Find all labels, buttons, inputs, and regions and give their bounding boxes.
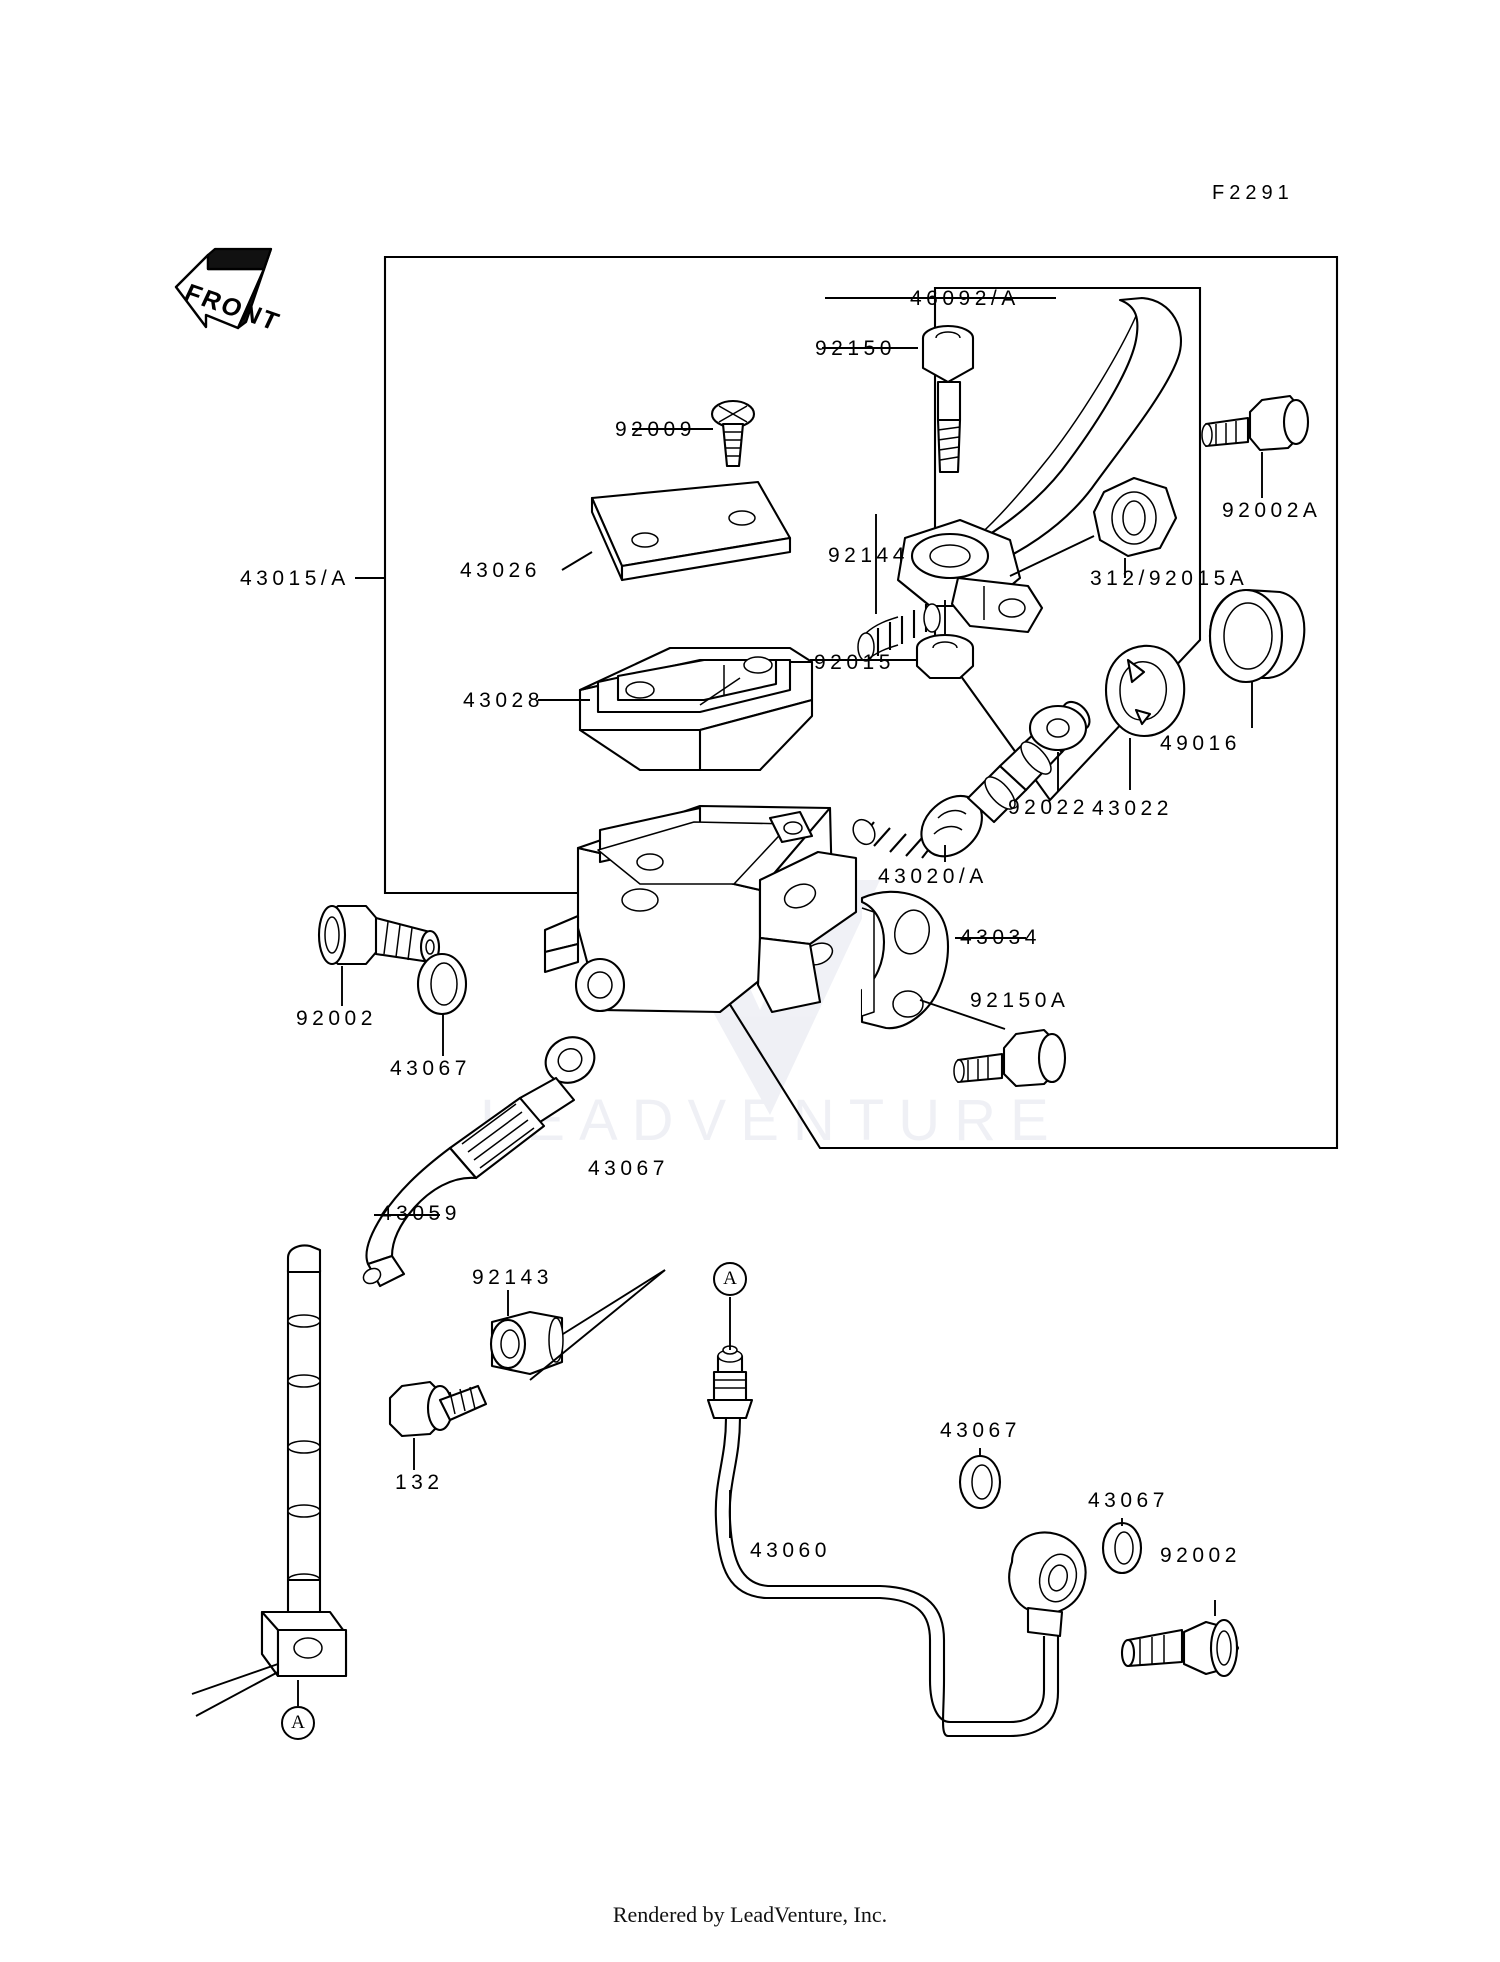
reference-mark-a-top: A bbox=[713, 1262, 747, 1296]
part-43067-left-washer bbox=[416, 952, 468, 1016]
part-43034-clamp bbox=[860, 890, 949, 1030]
part-label-43067-right[interactable]: 43067 bbox=[1088, 1489, 1169, 1512]
part-43028-diaphragm bbox=[578, 646, 814, 772]
part-43026-plate bbox=[590, 480, 792, 582]
part-92150-bolt bbox=[921, 324, 975, 474]
part-label-43067-lower[interactable]: 43067 bbox=[940, 1419, 1021, 1442]
part-92015-nut bbox=[915, 633, 975, 680]
front-direction-arrow-icon: FRONT bbox=[168, 243, 288, 348]
part-label-43026[interactable]: 43026 bbox=[460, 559, 541, 582]
svg-text:LEADVENTURE: LEADVENTURE bbox=[480, 1088, 1063, 1153]
part-label-312-92015A[interactable]: 312/92015A bbox=[1090, 567, 1249, 590]
part-label-49016[interactable]: 49016 bbox=[1160, 732, 1241, 755]
part-label-132[interactable]: 132 bbox=[395, 1471, 444, 1494]
part-43060-pipe bbox=[706, 1345, 1087, 1738]
part-92144-spring bbox=[857, 603, 941, 662]
part-92002-right-bolt bbox=[1120, 1618, 1240, 1678]
part-label-92144[interactable]: 92144 bbox=[828, 544, 909, 567]
part-43067-right-washer bbox=[1101, 1521, 1143, 1575]
part-132-bolt bbox=[388, 1380, 488, 1438]
part-92002-left-bolt bbox=[317, 904, 441, 966]
part-312-92015A-nut bbox=[1092, 476, 1178, 558]
part-43067-lower-washer bbox=[958, 1454, 1002, 1510]
part-label-46092A[interactable]: 46092/A bbox=[910, 287, 1020, 310]
part-label-92150[interactable]: 92150 bbox=[815, 337, 896, 360]
part-master-cylinder-body bbox=[543, 804, 858, 1014]
part-label-43020A[interactable]: 43020/A bbox=[878, 865, 988, 888]
part-92150A-bolt bbox=[953, 1028, 1067, 1088]
part-label-92150A[interactable]: 92150A bbox=[970, 989, 1070, 1012]
part-49016-dust-seal bbox=[1208, 588, 1306, 684]
part-label-43067-mid[interactable]: 43067 bbox=[588, 1157, 669, 1180]
part-label-43060[interactable]: 43060 bbox=[750, 1539, 831, 1562]
part-label-92002-right[interactable]: 92002 bbox=[1160, 1544, 1241, 1567]
part-label-92143[interactable]: 92143 bbox=[472, 1266, 553, 1289]
footer-attribution: Rendered by LeadVenture, Inc. bbox=[612, 1902, 888, 1927]
part-46092A-lever bbox=[896, 286, 1202, 802]
part-92022-washer bbox=[1028, 704, 1088, 752]
part-label-43059[interactable]: 43059 bbox=[380, 1202, 461, 1225]
part-92002A-bolt bbox=[1201, 394, 1310, 452]
part-label-92015[interactable]: 92015 bbox=[814, 651, 895, 674]
part-label-43022[interactable]: 43022 bbox=[1092, 797, 1173, 820]
part-label-92009[interactable]: 92009 bbox=[615, 418, 696, 441]
part-43022-snap-ring bbox=[1104, 644, 1186, 738]
part-label-43034[interactable]: 43034 bbox=[960, 926, 1041, 949]
part-92143-collar bbox=[489, 1310, 564, 1376]
reference-mark-a-bottom: A bbox=[281, 1706, 315, 1740]
diagram-code: F2291 bbox=[1212, 182, 1294, 204]
part-92009-screw bbox=[710, 399, 756, 468]
part-label-43015A[interactable]: 43015/A bbox=[240, 567, 350, 590]
part-label-92002-left[interactable]: 92002 bbox=[296, 1007, 377, 1030]
part-label-92002A[interactable]: 92002A bbox=[1222, 499, 1322, 522]
part-43059-hose bbox=[260, 1036, 596, 1678]
part-label-92022[interactable]: 92022 bbox=[1008, 796, 1089, 819]
part-label-43028[interactable]: 43028 bbox=[463, 689, 544, 712]
part-label-43067-left[interactable]: 43067 bbox=[390, 1057, 471, 1080]
